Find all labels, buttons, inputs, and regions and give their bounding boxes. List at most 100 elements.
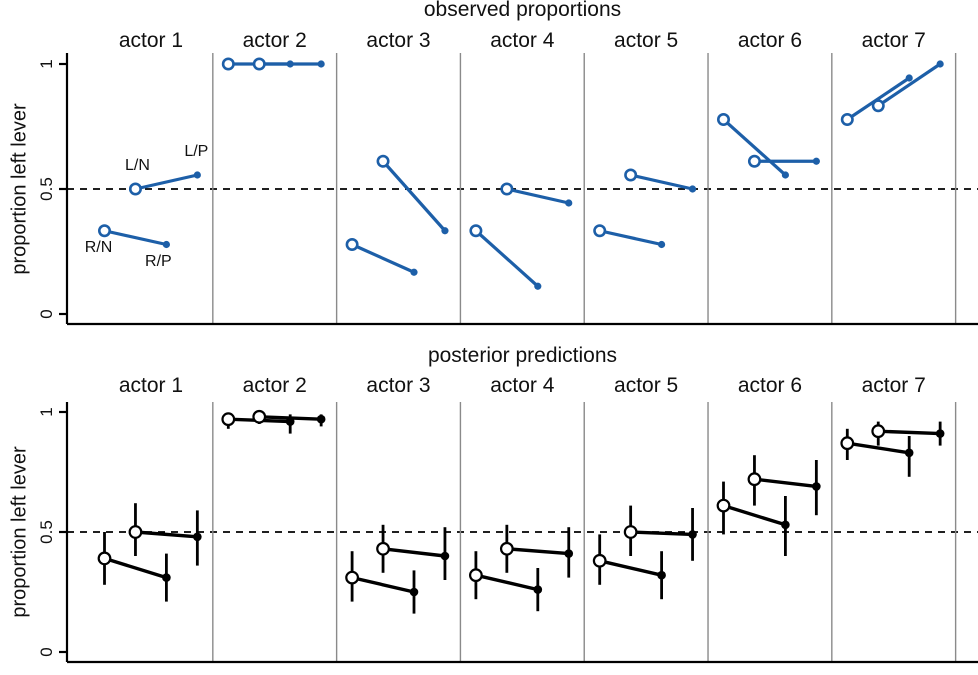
observed-filled-point-L/P (565, 199, 573, 207)
observed-actor-label-7: actor 7 (861, 29, 926, 52)
posterior-open-point-L/N (499, 541, 514, 556)
posterior-filled-point-L/P (193, 532, 202, 542)
condition-annotation-LN: L/N (124, 157, 150, 174)
posterior-y-tick-label-0.5: 0.5 (37, 520, 56, 544)
posterior-segment-line (475, 573, 539, 592)
condition-annotation-RP: R/P (145, 252, 172, 270)
posterior-filled-point-R/P (657, 570, 666, 580)
posterior-y-tick-label-0: 0 (37, 647, 56, 657)
posterior-segment-line (722, 503, 786, 527)
condition-annotation-LP: L/P (184, 143, 209, 160)
observed-filled-point-R/P (534, 282, 542, 290)
observed-actor-label-1: actor 1 (118, 29, 184, 52)
posterior-filled-point-R/P (781, 520, 790, 530)
posterior-segment-line (599, 559, 662, 577)
observed-segment-line (474, 229, 539, 288)
observed-filled-point-L/P (812, 157, 820, 165)
posterior-filled-point-R/P (533, 585, 543, 594)
observed-open-point-L/N (624, 168, 638, 182)
observed-filled-point-R/P (658, 240, 666, 249)
posterior-segment-line (506, 547, 569, 556)
observed-segment-line (351, 243, 415, 274)
observed-open-point-R/N (593, 224, 607, 238)
posterior-open-point-R/N (221, 412, 236, 427)
observed-filled-point-R/P (162, 240, 170, 249)
posterior-filled-point-R/P (162, 573, 171, 582)
observed-segment-line (135, 173, 198, 191)
posterior-segment-line (351, 575, 415, 594)
posterior-filled-point-L/P (440, 551, 450, 561)
posterior-open-point-L/N (252, 409, 267, 424)
observed-actor-label-6: actor 6 (737, 29, 803, 52)
observed-y-tick-label-1: 1 (37, 59, 56, 69)
posterior-filled-point-L/P (688, 530, 697, 539)
observed-filled-point-R/P (286, 60, 294, 68)
posterior-open-point-L/N (623, 525, 638, 539)
posterior-open-point-R/N (345, 570, 360, 585)
observed-y-tick-label-0.5: 0.5 (37, 177, 56, 201)
observed-open-point-L/N (500, 182, 514, 196)
observed-segment-line (599, 229, 662, 247)
posterior-segment-line (382, 547, 446, 558)
posterior-actor-label-5: actor 5 (614, 374, 679, 397)
observed-actor-label-3: actor 3 (366, 29, 431, 52)
observed-segment-line (104, 229, 167, 247)
observed-open-point-L/N (376, 154, 390, 168)
observed-filled-point-R/P (781, 171, 790, 179)
observed-filled-point-L/P (936, 60, 944, 68)
posterior-segment-line (847, 441, 910, 455)
observed-filled-point-L/P (317, 60, 325, 68)
observed-actor-label-2: actor 2 (242, 29, 307, 52)
posterior-segment-line (103, 556, 167, 580)
observed-open-point-L/N (747, 154, 761, 168)
observed-filled-point-L/P (193, 171, 201, 179)
observed-panel-title: observed proportions (423, 0, 622, 21)
observed-segment-line (381, 160, 447, 232)
observed-open-point-L/N (252, 57, 266, 71)
posterior-actor-label-6: actor 6 (737, 374, 803, 397)
observed-actor-label-5: actor 5 (614, 29, 679, 52)
posterior-filled-point-L/P (564, 549, 574, 558)
posterior-filled-point-L/P (316, 414, 326, 424)
posterior-actor-label-4: actor 4 (490, 374, 555, 397)
posterior-open-point-R/N (592, 553, 607, 568)
posterior-filled-point-R/P (904, 448, 914, 458)
posterior-segment-line (135, 530, 198, 539)
posterior-segment-line (630, 530, 693, 537)
posterior-filled-point-R/P (409, 587, 419, 597)
condition-annotation-RN: R/N (84, 238, 113, 256)
observed-actor-label-4: actor 4 (490, 29, 555, 52)
observed-open-point-R/N (716, 113, 730, 127)
posterior-filled-point-L/P (812, 482, 821, 491)
posterior-open-point-L/N (747, 472, 762, 487)
y-axis-label-posterior: proportion left lever (8, 446, 31, 618)
posterior-open-point-L/N (376, 541, 390, 556)
observed-open-point-R/N (469, 224, 483, 238)
posterior-open-point-R/N (840, 436, 855, 451)
posterior-open-point-L/N (871, 424, 886, 439)
posterior-open-point-R/N (469, 568, 483, 583)
observed-segment-line (630, 173, 693, 191)
posterior-segment-line (754, 477, 817, 489)
observed-open-point-L/N (871, 99, 885, 113)
posterior-filled-point-R/P (285, 417, 295, 426)
observed-filled-point-R/P (410, 268, 418, 276)
posterior-actor-label-2: actor 2 (242, 374, 307, 397)
observed-open-point-R/N (221, 57, 235, 71)
posterior-actor-label-3: actor 3 (366, 374, 431, 397)
posterior-y-tick-label-1: 1 (37, 407, 56, 417)
observed-segment-line (722, 118, 787, 177)
observed-open-point-L/N (128, 182, 142, 196)
posterior-actor-label-1: actor 1 (118, 374, 184, 397)
posterior-filled-point-L/P (935, 429, 945, 438)
observed-y-tick-label-0: 0 (37, 309, 56, 319)
posterior-panel-title: posterior predictions (427, 344, 618, 367)
observed-filled-point-R/P (905, 74, 913, 82)
observed-open-point-R/N (98, 224, 112, 238)
posterior-open-point-R/N (97, 551, 112, 566)
y-axis-label-observed: proportion left lever (8, 103, 31, 275)
observed-open-point-R/N (840, 113, 854, 127)
observed-segment-line (846, 76, 911, 121)
observed-filled-point-L/P (688, 185, 697, 193)
